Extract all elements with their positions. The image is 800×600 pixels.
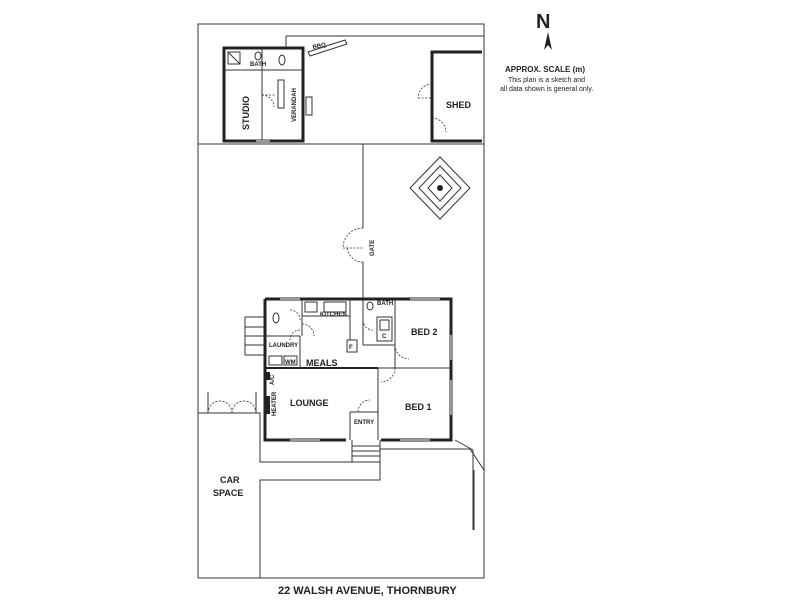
cupboard-label: C <box>382 334 387 340</box>
laundry-label: LAUNDRY <box>269 343 298 349</box>
bed2-label: BED 2 <box>411 327 438 337</box>
car-space: CAR SPACE <box>207 392 257 498</box>
gate: GATE <box>342 227 376 263</box>
north-letter: N <box>536 11 550 33</box>
bbq-label: BBQ <box>312 42 327 51</box>
ac-label: A/C <box>270 374 276 385</box>
bath-label: BATH <box>377 301 393 307</box>
scale-label: APPROX. SCALE (m) <box>505 65 585 74</box>
shed-building: SHED <box>417 50 482 143</box>
studio-building: STUDIO VERANDAH BATH BBQ <box>222 35 484 143</box>
studio-bath-label: BATH <box>250 62 266 68</box>
north-arrow: N <box>536 11 552 50</box>
gate-label: GATE <box>370 240 376 256</box>
north-arrow-icon <box>544 32 552 50</box>
shed-label: SHED <box>446 100 472 110</box>
studio-label: STUDIO <box>241 96 251 130</box>
verandah-label: VERANDAH <box>292 88 298 122</box>
car-space-line2: SPACE <box>213 488 243 498</box>
meals-label: MEALS <box>306 358 338 368</box>
entry-label: ENTRY <box>354 420 374 426</box>
wm-label: WM <box>285 360 296 366</box>
lounge-label: LOUNGE <box>290 398 329 408</box>
main-house: KITCHEN BATH BED 2 LAUNDRY WM MEALS A/C … <box>244 297 453 463</box>
heater-label: HEATER <box>272 391 278 416</box>
address-title: 22 WALSH AVENUE, THORNBURY <box>278 585 457 597</box>
car-space-line1: CAR <box>220 475 240 485</box>
bed1-label: BED 1 <box>405 402 432 412</box>
disclaimer-line2: all data shown is general only. <box>500 86 593 93</box>
kitchen-label: KITCHEN <box>320 312 347 318</box>
tree-icon <box>409 156 471 220</box>
disclaimer-line1: This plan is a sketch and <box>508 77 585 84</box>
fridge-label: F <box>349 345 353 351</box>
